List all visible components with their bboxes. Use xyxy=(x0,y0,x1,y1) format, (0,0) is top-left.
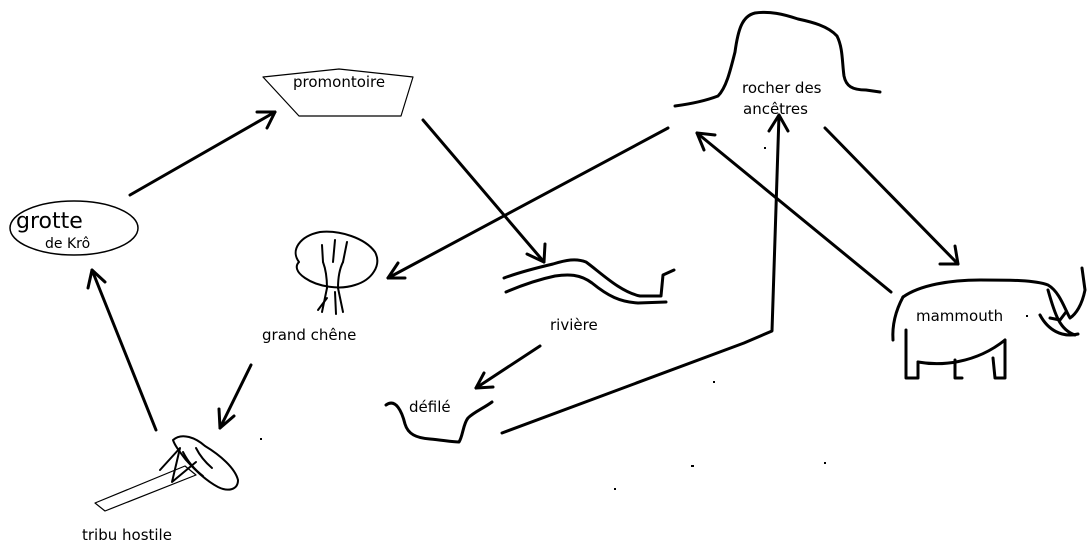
edge-arrows xyxy=(86,110,960,435)
rocher-node-shape xyxy=(673,10,882,108)
tribu-node-shape xyxy=(94,435,239,512)
rocher-label-line1: rocher des xyxy=(742,79,822,97)
riviere-node-shape xyxy=(502,258,676,305)
promontoire-node-shape xyxy=(262,68,414,117)
arrow-head xyxy=(386,261,407,280)
grotte-node-shape xyxy=(9,200,139,256)
arrow-head xyxy=(767,113,790,133)
arrow-head xyxy=(474,371,495,390)
grand-chene-node-shape xyxy=(294,230,379,315)
grand-chene-label: grand chêne xyxy=(262,326,357,344)
arrow-defile-to-rocher xyxy=(500,113,781,435)
defile-node-shape xyxy=(384,400,494,444)
stray-marks xyxy=(260,147,1028,490)
riviere-label: rivière xyxy=(550,316,598,334)
rocher-label-line2: ancêtres xyxy=(743,100,808,118)
arrow-head xyxy=(695,131,717,152)
arrow-head xyxy=(525,242,547,264)
arrow-chene-to-tribu xyxy=(218,363,253,430)
grotte-label-line1: grotte xyxy=(16,209,83,234)
grotte-label-line2: de Krô xyxy=(45,236,91,252)
arrow-head xyxy=(217,407,236,430)
arrow-head xyxy=(938,244,960,266)
arrow-mammouth-to-rocher xyxy=(695,131,893,294)
defile-label: défilé xyxy=(409,398,451,416)
mammouth-label: mammouth xyxy=(916,307,1004,325)
promontoire-label: promontoire xyxy=(293,73,386,91)
arrow-tribu-to-grotte xyxy=(90,268,158,432)
arrow-rocher-to-chene xyxy=(386,126,670,280)
mammouth-node-shape xyxy=(891,266,1087,380)
arrow-head xyxy=(86,268,107,290)
arrow-promontoire-to-riviere xyxy=(421,118,546,264)
tribu-label: tribu hostile xyxy=(82,526,172,544)
arrow-riviere-to-defile xyxy=(474,344,542,390)
arrow-rocher-to-mammouth xyxy=(823,126,960,266)
arrow-head xyxy=(255,110,277,130)
arrow-grotte-to-promontoire xyxy=(128,110,277,197)
